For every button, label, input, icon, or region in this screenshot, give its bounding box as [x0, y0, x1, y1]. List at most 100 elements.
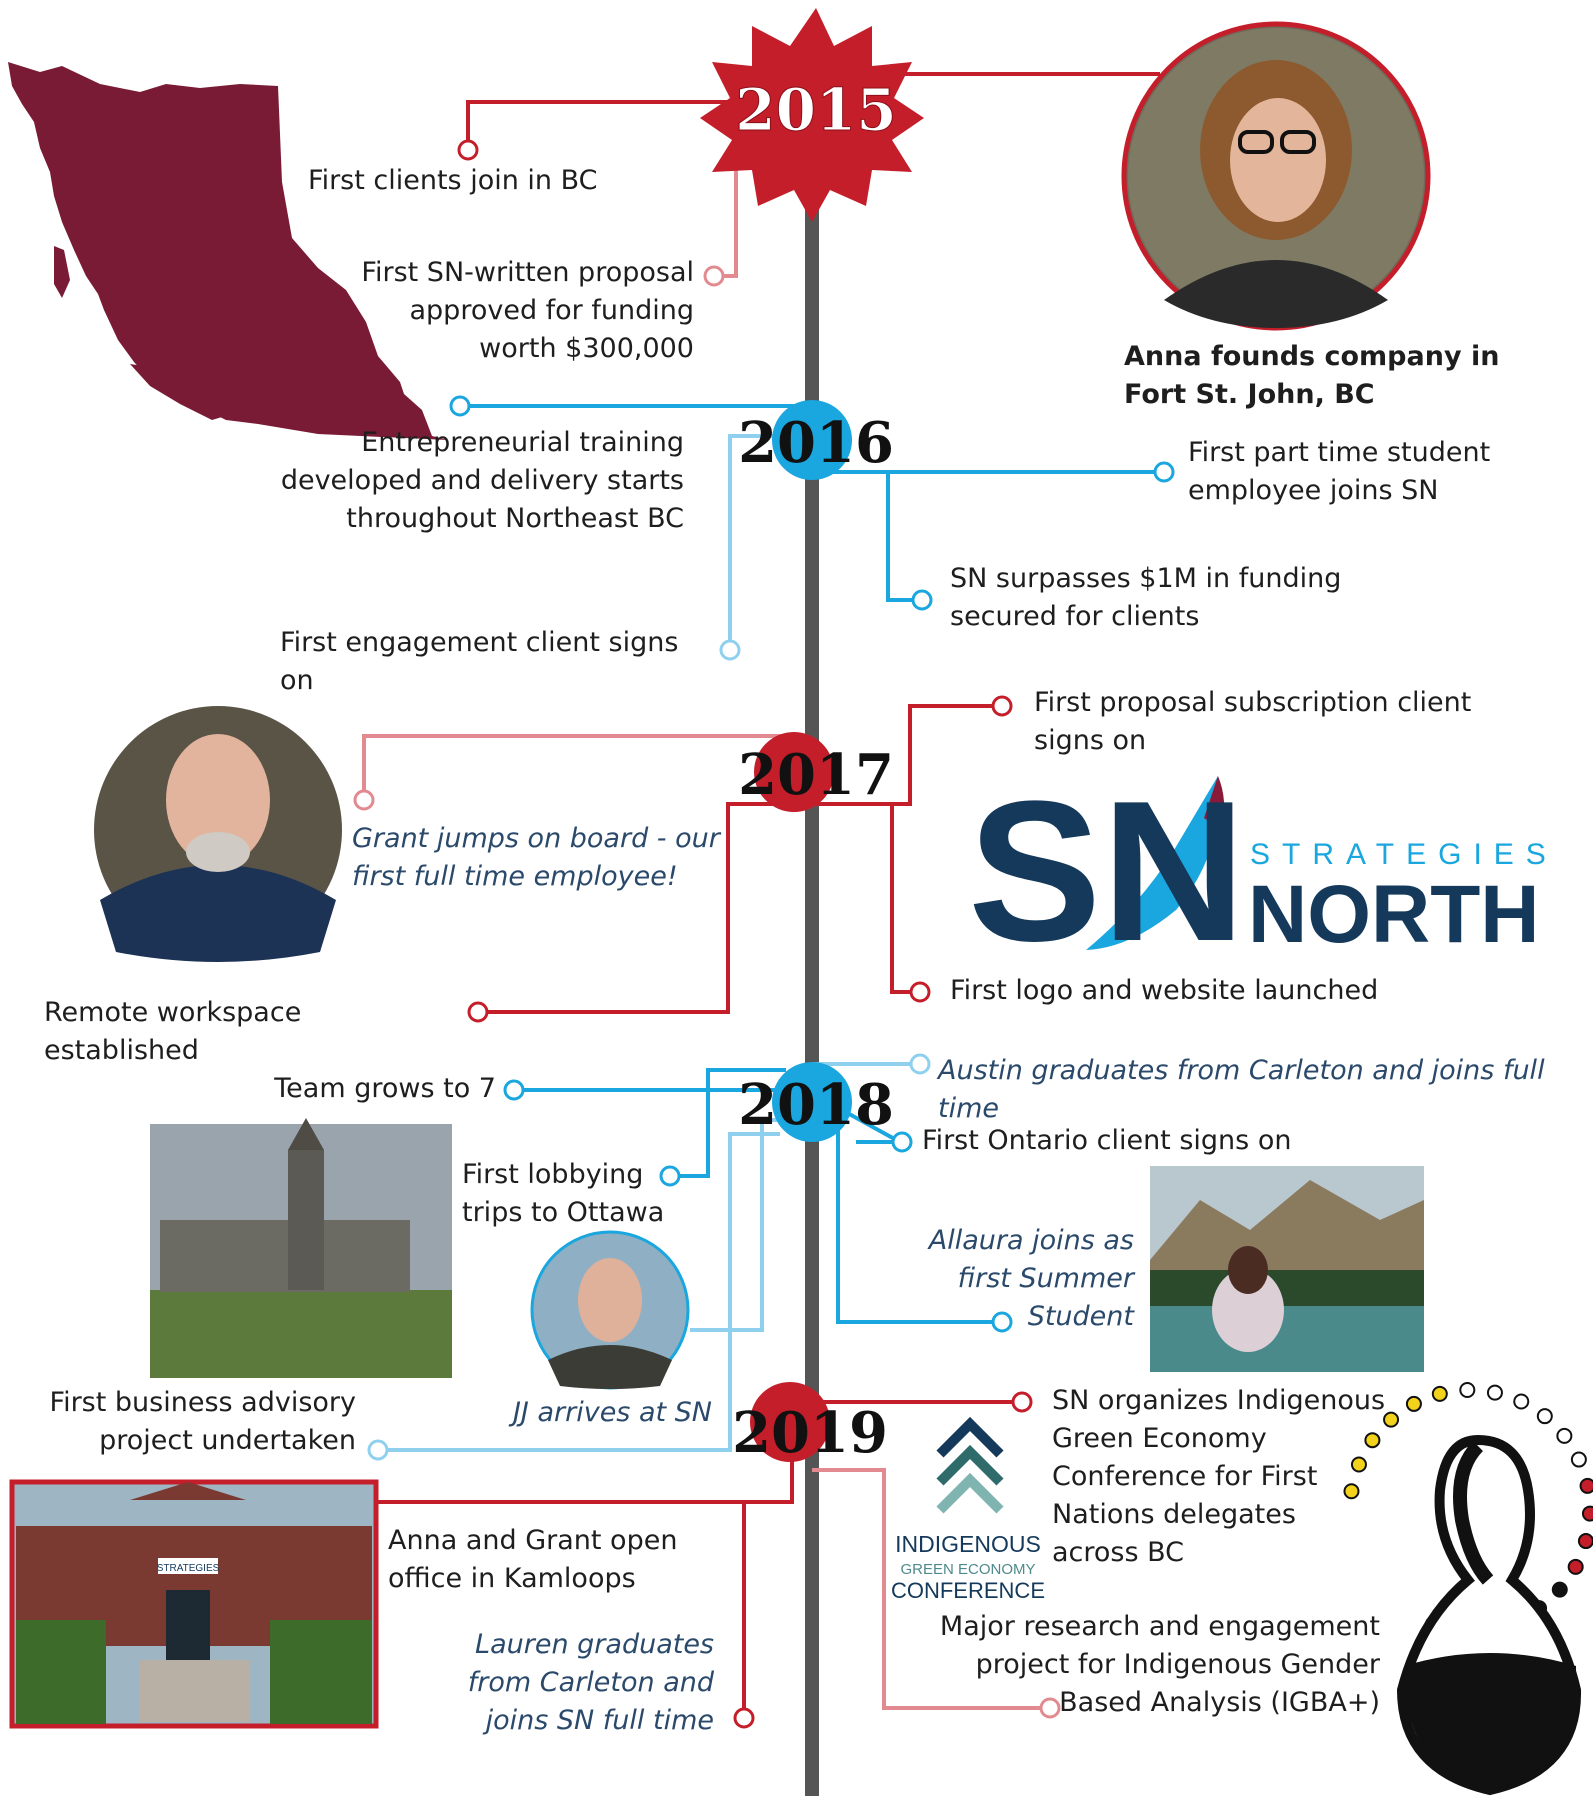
event-node — [503, 1079, 525, 1101]
bead — [1383, 1411, 1400, 1428]
bead — [1350, 1456, 1367, 1473]
person-photo — [1280, 130, 1316, 154]
event-node — [457, 139, 479, 161]
connector-line — [728, 434, 780, 650]
year-dot — [750, 1382, 830, 1462]
office-photo — [166, 1590, 210, 1660]
parliament-photo — [160, 1220, 410, 1292]
bead — [1577, 1533, 1593, 1550]
conference-label: GREEN ECONOMY — [900, 1561, 1035, 1578]
feather-logo — [1204, 776, 1225, 830]
connector-line — [841, 1108, 901, 1144]
connector-line — [836, 1118, 994, 1324]
event-node — [991, 695, 1013, 717]
parliament-photo — [288, 1150, 324, 1290]
event-node — [909, 981, 931, 1003]
connector-line — [812, 1468, 1040, 1710]
bc-map — [8, 62, 448, 440]
event-label: First clients join in BC — [308, 165, 598, 196]
person-photo — [548, 1345, 672, 1389]
event-label: First SN-written proposal approved for f… — [361, 257, 694, 364]
beaded-figure-icon — [1453, 1441, 1494, 1585]
parliament-photo — [288, 1118, 324, 1150]
event-label: SN organizes Indigenous Green Economy Co… — [1052, 1385, 1386, 1568]
event-label: Anna founds company in Fort St. John, BC — [1124, 341, 1500, 410]
connector-line — [832, 802, 912, 994]
bead — [1551, 1581, 1568, 1598]
person-photo — [100, 865, 336, 962]
event-label: First proposal subscription client signs… — [1034, 687, 1472, 756]
conference-label: CONFERENCE — [891, 1578, 1045, 1603]
event-node — [449, 395, 471, 417]
bead — [1536, 1408, 1553, 1425]
chevron-logo — [936, 1444, 1004, 1486]
event-node — [733, 1707, 755, 1729]
bead — [1364, 1432, 1381, 1449]
person-photo — [1164, 260, 1388, 328]
event-node — [909, 1053, 931, 1075]
connector-line — [886, 472, 914, 602]
year-label: 2016 — [738, 410, 894, 476]
event-node — [353, 789, 375, 811]
logo-top: STRATEGIES — [1250, 838, 1558, 871]
bead — [1581, 1505, 1593, 1522]
event-label: First business advisory project undertak… — [49, 1387, 357, 1456]
chevron-logo — [936, 1416, 1004, 1458]
connector-line — [680, 1068, 786, 1178]
event-node — [659, 1165, 681, 1187]
connector-line — [488, 802, 784, 1014]
parliament-photo — [150, 1290, 452, 1378]
island — [54, 246, 70, 298]
bead — [1570, 1451, 1587, 1468]
event-label: Grant jumps on board - our first full ti… — [352, 823, 720, 892]
event-label: JJ arrives at SN — [512, 1397, 712, 1428]
person-photo — [1238, 130, 1274, 154]
bead — [1567, 1558, 1584, 1575]
conference-label: INDIGENOUS — [895, 1531, 1041, 1557]
event-node — [1039, 1697, 1061, 1719]
event-node — [719, 639, 741, 661]
bead — [1513, 1393, 1530, 1410]
sign — [158, 1558, 218, 1574]
year-dot — [772, 400, 852, 480]
logo-mark: SN — [968, 760, 1246, 983]
year-dot — [772, 1062, 852, 1142]
connector-line — [690, 1118, 790, 1332]
event-label: Major research and engagement project fo… — [939, 1611, 1380, 1718]
event-label: First engagement client signs on — [280, 627, 679, 696]
event-label: Entrepreneurial training developed and d… — [280, 427, 684, 534]
mountain-lake-photo — [1150, 1270, 1424, 1306]
event-label: First part time student employee joins S… — [1188, 437, 1491, 506]
event-node — [703, 265, 725, 287]
bead — [1486, 1384, 1503, 1401]
bead — [1431, 1385, 1448, 1402]
event-node — [911, 589, 933, 611]
event-label: First logo and website launched — [950, 975, 1379, 1006]
year-label: 2015 — [735, 76, 896, 144]
connector-line — [386, 1132, 780, 1452]
office-photo — [270, 1620, 372, 1724]
event-node — [1153, 461, 1175, 483]
office-photo — [130, 1482, 246, 1500]
event-label: First lobbying trips to Ottawa — [462, 1159, 665, 1228]
event-label: Allaura joins as first Summer Student — [928, 1225, 1134, 1332]
connector-line — [362, 734, 790, 798]
year-starburst — [700, 8, 924, 222]
year-dot — [754, 732, 834, 812]
bead — [1556, 1427, 1573, 1444]
connector-line — [466, 100, 738, 150]
mountain-lake-photo — [1150, 1180, 1424, 1280]
person-photo — [578, 1258, 642, 1342]
year-label: 2017 — [738, 742, 894, 808]
bead — [1343, 1483, 1360, 1500]
sign-text: STRATEGIES — [157, 1563, 220, 1574]
event-node — [367, 1439, 389, 1461]
office-photo — [140, 1660, 250, 1722]
year-label: 2018 — [738, 1072, 894, 1138]
event-label: SN surpasses $1M in funding secured for … — [950, 563, 1342, 632]
bead — [1459, 1382, 1476, 1399]
event-label: Austin graduates from Carleton and joins… — [938, 1055, 1545, 1124]
event-node — [891, 1131, 913, 1153]
event-label: First Ontario client signs on — [922, 1125, 1292, 1156]
